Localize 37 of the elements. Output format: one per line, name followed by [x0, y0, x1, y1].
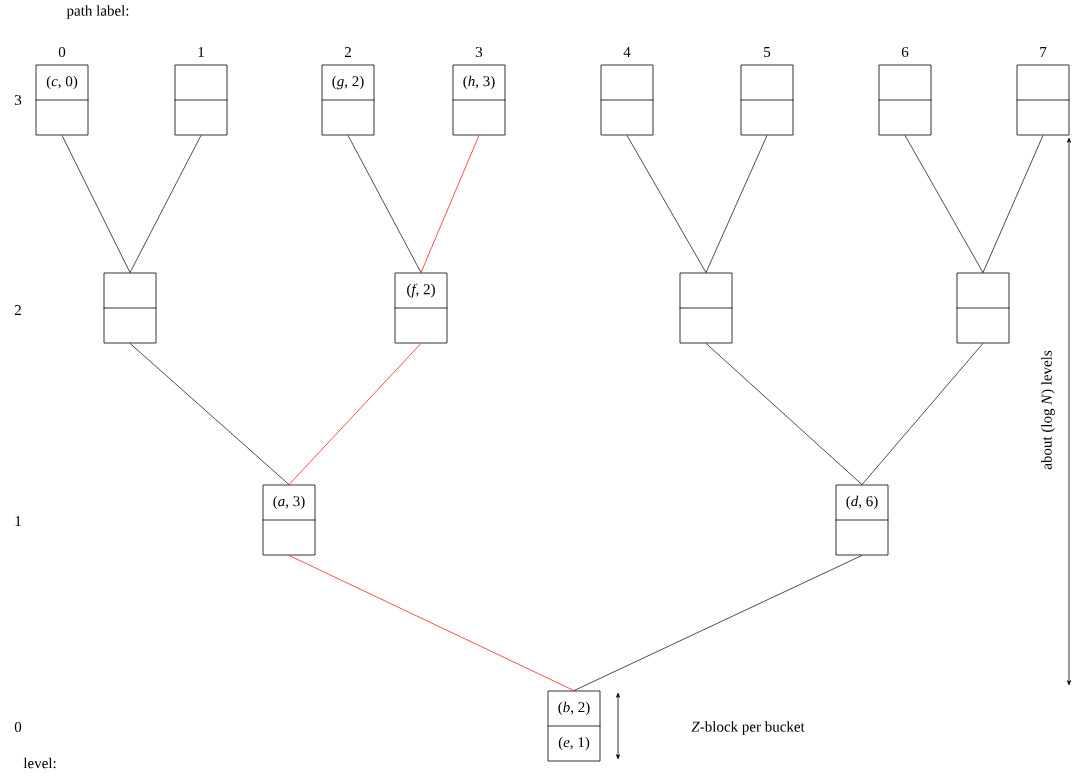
tree-edge	[288, 343, 422, 485]
level-heading: level:	[23, 757, 56, 769]
tree-edge	[420, 135, 480, 273]
bucket-box	[103, 272, 157, 344]
tree-edge	[129, 135, 202, 273]
bucket-box: (g, 2)	[321, 64, 375, 136]
bucket-box: (a, 3)	[262, 484, 316, 556]
bucket-box	[600, 64, 654, 136]
bucket-box: (c, 0)	[35, 64, 89, 136]
bucket-box	[1016, 64, 1070, 136]
level-number: 0	[14, 721, 22, 733]
tree-edge	[347, 135, 422, 273]
bucket-box	[679, 272, 733, 344]
level-number: 3	[15, 94, 22, 106]
tree-edge	[129, 343, 290, 485]
tree-edge	[705, 343, 863, 485]
bucket-box: (b, 2) (e, 1)	[547, 690, 601, 762]
bucket-box	[878, 64, 932, 136]
tree-edge	[904, 135, 984, 273]
dimension-label: about (log N) levels	[1041, 350, 1055, 470]
bucket-box: (h, 3)	[452, 64, 506, 136]
tree-edge	[705, 135, 768, 273]
bucket-box	[956, 272, 1010, 344]
tree-edge	[61, 135, 131, 273]
bucket-box	[740, 64, 794, 136]
tree-edge	[573, 555, 863, 691]
bucket-box: (f, 2)	[394, 272, 448, 344]
bucket-box	[174, 64, 228, 136]
level-number: 1	[15, 516, 21, 526]
tree-edge	[982, 135, 1044, 273]
path-label-heading: path label:	[66, 5, 129, 19]
tree-edge	[626, 135, 707, 273]
dimension-label: Z-block per bucket	[691, 721, 805, 735]
tree-edge	[861, 343, 984, 485]
bucket-box: (d, 6)	[835, 484, 889, 556]
level-number: 2	[14, 305, 21, 315]
tree-edge	[288, 555, 575, 691]
